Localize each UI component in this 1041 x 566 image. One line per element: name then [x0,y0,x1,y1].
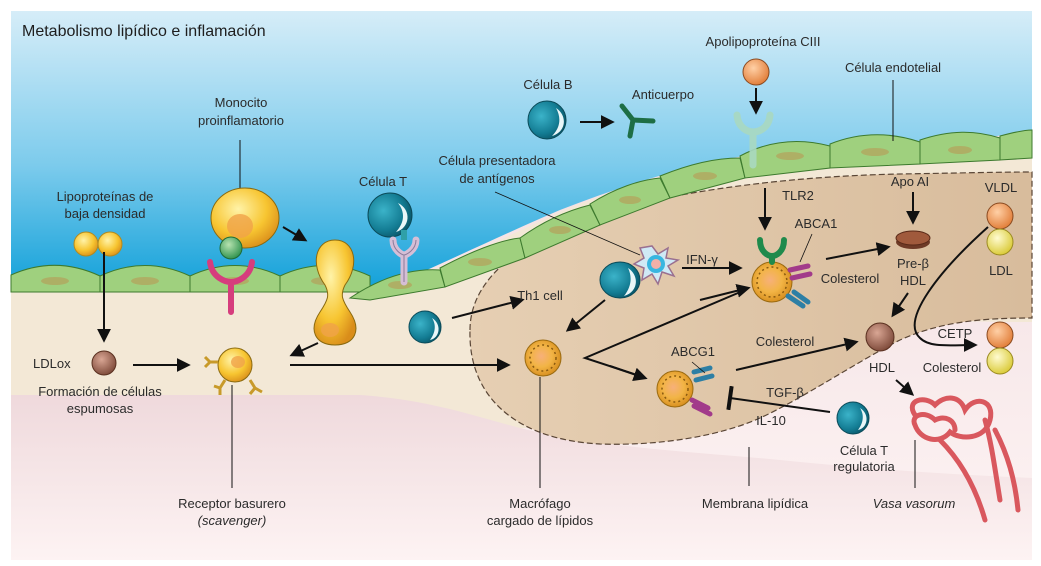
hdl-particle [865,322,895,352]
label-macrofago: Macrófago [509,496,570,511]
vasa-vasorum [910,395,1021,523]
label-ldlox: LDLox [33,356,71,371]
diagram-title: Metabolismo lipídico e inflamación [22,23,266,40]
macrophage-abcg1 [656,365,715,417]
label-colesterol-1: Colesterol [821,271,880,286]
vldl-ldl-stack-top [986,202,1014,256]
label-pre-beta-hdl: HDL [900,273,926,288]
label-scavenger: (scavenger) [198,513,267,528]
label-anticuerpo: Anticuerpo [632,87,694,102]
label-proinflamatorio: proinflamatorio [198,113,284,128]
vldl-ldl-stack-bottom [986,321,1014,375]
label-celula-t: Célula T [359,174,407,189]
label-baja-densidad: baja densidad [65,206,146,221]
label-colesterol-3: Colesterol [923,360,982,375]
arrow-prebeta-hdl [891,292,909,318]
t-cell-intima [408,310,442,344]
apo-c3-particle [742,58,770,86]
label-celula-endotelial: Célula endotelial [845,60,941,75]
arrow-th1-macrophage [565,299,606,332]
arrow-cetp [913,226,989,353]
label-treg-celula-t: Célula T [840,443,888,458]
pre-beta-hdl [895,230,931,249]
label-ldl: LDL [989,263,1013,278]
antigen-presenting-cell [632,245,681,286]
arrow-macrophage-abcg1 [609,365,648,381]
label-il10: IL-10 [756,413,786,428]
label-receptor-basurero: Receptor basurero [178,496,286,511]
arrow-monocyte-migrate [282,226,308,242]
th1-cell [599,261,641,299]
label-celula-presentadora: Célula presentadora [438,153,556,168]
abca1-transporter [787,263,813,281]
ldl-particles [73,231,123,257]
label-pre-beta: Pre-β [897,256,929,271]
ldlox-particle [91,350,117,376]
arrow-hdl-vasa [895,379,915,396]
arrow-cholesterol-prebeta [825,242,891,260]
label-lipoproteinas: Lipoproteínas de [57,189,154,204]
b-cell [527,100,567,140]
inhibition-treg-macrophage [726,385,831,413]
arrow-migrate-foam [289,342,319,357]
label-formacion-celulas: Formación de células [38,384,162,399]
antibody-icon [619,103,656,139]
endothelial-receptor [733,111,774,169]
label-cargado-lipidos: cargado de lípidos [487,513,594,528]
tlr2-receptor [757,237,787,265]
arrow-macrophage-tlr [699,283,751,301]
t-cell-lumen [367,192,420,286]
label-apo-c3: Apolipoproteína CIII [706,34,821,49]
macrophage-tlr2-abca1 [751,237,813,309]
lipid-laden-macrophage [524,339,562,377]
label-hdl: HDL [869,360,895,375]
label-cetp: CETP [938,326,973,341]
label-abca1: ABCA1 [795,216,838,231]
label-th1-cell: Th1 cell [517,288,563,303]
label-regulatoria: regulatoria [833,459,895,474]
arrow-tcell-th1 [451,296,525,319]
label-ifn-gamma: IFN-γ [686,252,718,267]
label-celula-b: Célula B [523,77,572,92]
label-abcg1: ABCG1 [671,344,715,359]
label-apo-ai: Apo AI [891,174,929,189]
label-membrana-lipidica: Membrana lipídica [702,496,809,511]
label-vldl: VLDL [985,180,1018,195]
label-espumosas: espumosas [67,401,134,416]
arrow-cholesterol-hdl [735,337,859,371]
label-antigenos: de antígenos [459,171,535,186]
proinflammatory-monocyte [207,140,280,315]
foam-cell-scavenger [203,347,263,395]
label-vasa-vasorum: Vasa vasorum [873,496,956,511]
label-monocito: Monocito [215,95,268,110]
label-colesterol-2: Colesterol [756,334,815,349]
regulatory-t-cell [836,401,870,435]
label-tlr2: TLR2 [782,188,814,203]
transmigrating-monocyte [313,239,357,346]
label-tgf-beta: TGF-β [766,385,804,400]
